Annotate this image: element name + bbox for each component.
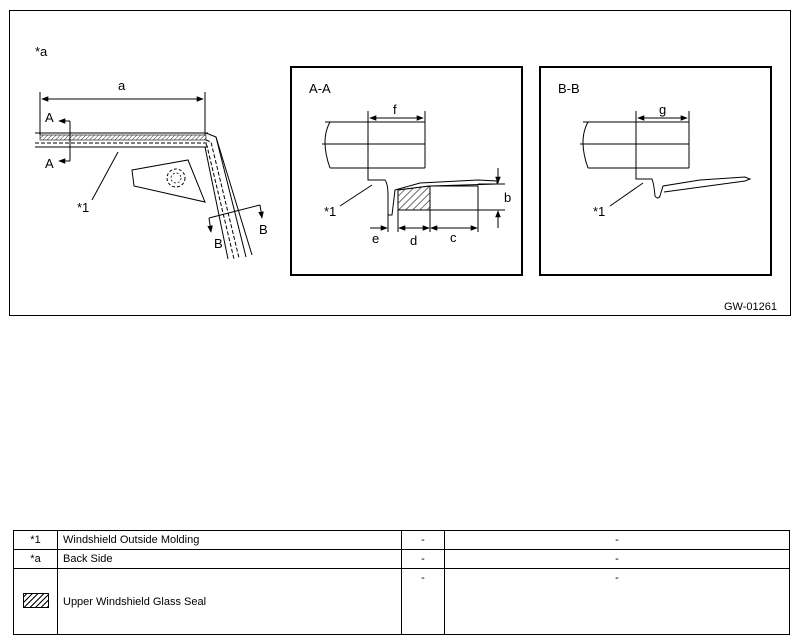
pillar-molding — [204, 132, 253, 260]
legend-cell: - — [444, 549, 790, 569]
section-aa-title: A-A — [309, 81, 331, 96]
section-b-right-label: B — [259, 222, 268, 237]
dimension-c-label: c — [450, 230, 457, 245]
dimension-b-label: b — [504, 190, 511, 205]
dimension-a-label: a — [118, 78, 126, 93]
legend-cell: - — [401, 568, 445, 635]
molding-leader-line — [91, 151, 119, 201]
legend-description: Windshield Outside Molding — [57, 530, 402, 550]
legend-table: *1 Windshield Outside Molding - - *a Bac… — [13, 530, 790, 635]
molding-installation-diagram: *a a A A B B — [35, 44, 777, 313]
illustration-frame — [9, 10, 791, 316]
section-b-left-label: B — [214, 236, 223, 251]
roof-molding-strip — [35, 132, 208, 148]
section-bb-panel — [539, 66, 772, 276]
legend-description: Upper Windshield Glass Seal — [57, 568, 402, 635]
legend-row: *a Back Side - - — [13, 549, 790, 569]
legend-cell: - — [401, 549, 445, 569]
legend-key: *a — [13, 549, 58, 569]
dimension-d-label: d — [410, 233, 417, 248]
legend-key: *1 — [13, 530, 58, 550]
legend-description: Back Side — [57, 549, 402, 569]
section-a-bottom-label: A — [45, 156, 54, 171]
dimension-e-label: e — [372, 231, 379, 246]
dimension-a: a — [39, 78, 206, 135]
legend-cell: - — [444, 568, 790, 635]
legend-key — [13, 568, 58, 635]
section-a-top-label: A — [45, 110, 54, 125]
hatch-swatch-icon — [22, 592, 49, 608]
section-bb-drawing: g *1 — [580, 102, 752, 219]
dimension-f-label: f — [393, 102, 397, 117]
legend-cell: - — [444, 530, 790, 550]
molding-clip-part — [131, 159, 206, 203]
figure-id: GW-01261 — [724, 301, 777, 313]
section-aa-drawing: f b e d c *1 — [322, 102, 511, 248]
section-bb-molding-callout: *1 — [593, 204, 605, 219]
section-aa-panel — [290, 66, 523, 276]
legend-row: *1 Windshield Outside Molding - - — [13, 530, 790, 550]
dimension-g-label: g — [659, 102, 666, 117]
section-aa-molding-callout: *1 — [324, 204, 336, 219]
molding-callout: *1 — [77, 200, 89, 215]
legend-cell: - — [401, 530, 445, 550]
back-side-callout: *a — [35, 44, 48, 59]
section-bb-marker: B B — [207, 204, 268, 251]
section-bb-title: B-B — [558, 81, 580, 96]
legend-row: Upper Windshield Glass Seal - - — [13, 568, 790, 635]
section-aa-marker: A A — [45, 110, 71, 171]
